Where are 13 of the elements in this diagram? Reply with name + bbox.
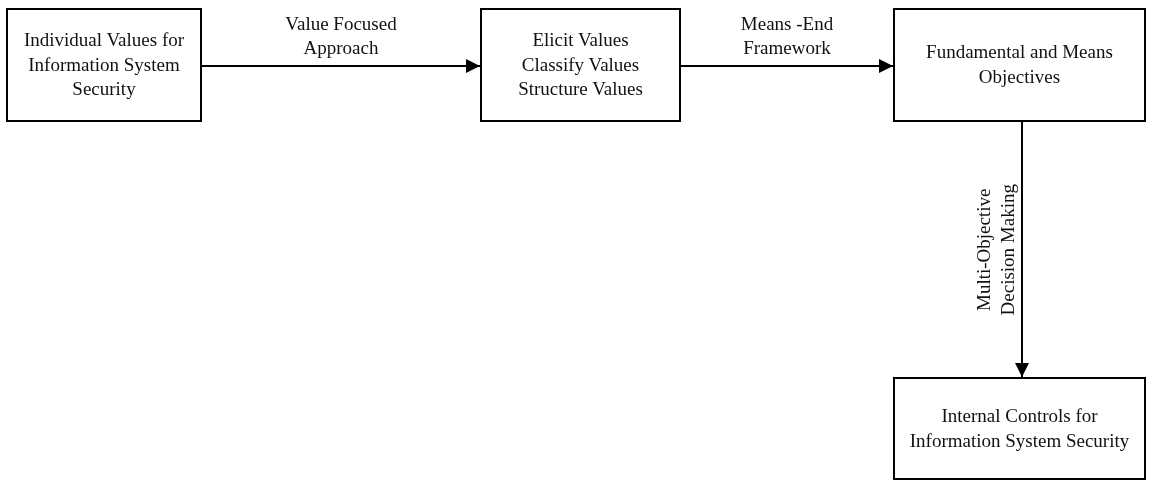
box-text: Classify Values: [521, 52, 640, 77]
arrow: [1015, 121, 1029, 378]
process-box: [893, 8, 1146, 122]
box-text: Internal Controls for Information System Security: [908, 403, 1131, 453]
arrow: [680, 59, 894, 73]
box-text: Elicit Values: [532, 27, 629, 52]
box-text: Structure Values: [518, 77, 643, 102]
box-text: Individual Values for Information System Security: [22, 27, 186, 102]
process-box: [6, 8, 202, 122]
process-box: [480, 8, 681, 122]
process-box: [893, 377, 1146, 480]
box-text: Fundamental and Means Objectives: [925, 40, 1114, 89]
arrow: [201, 59, 481, 73]
